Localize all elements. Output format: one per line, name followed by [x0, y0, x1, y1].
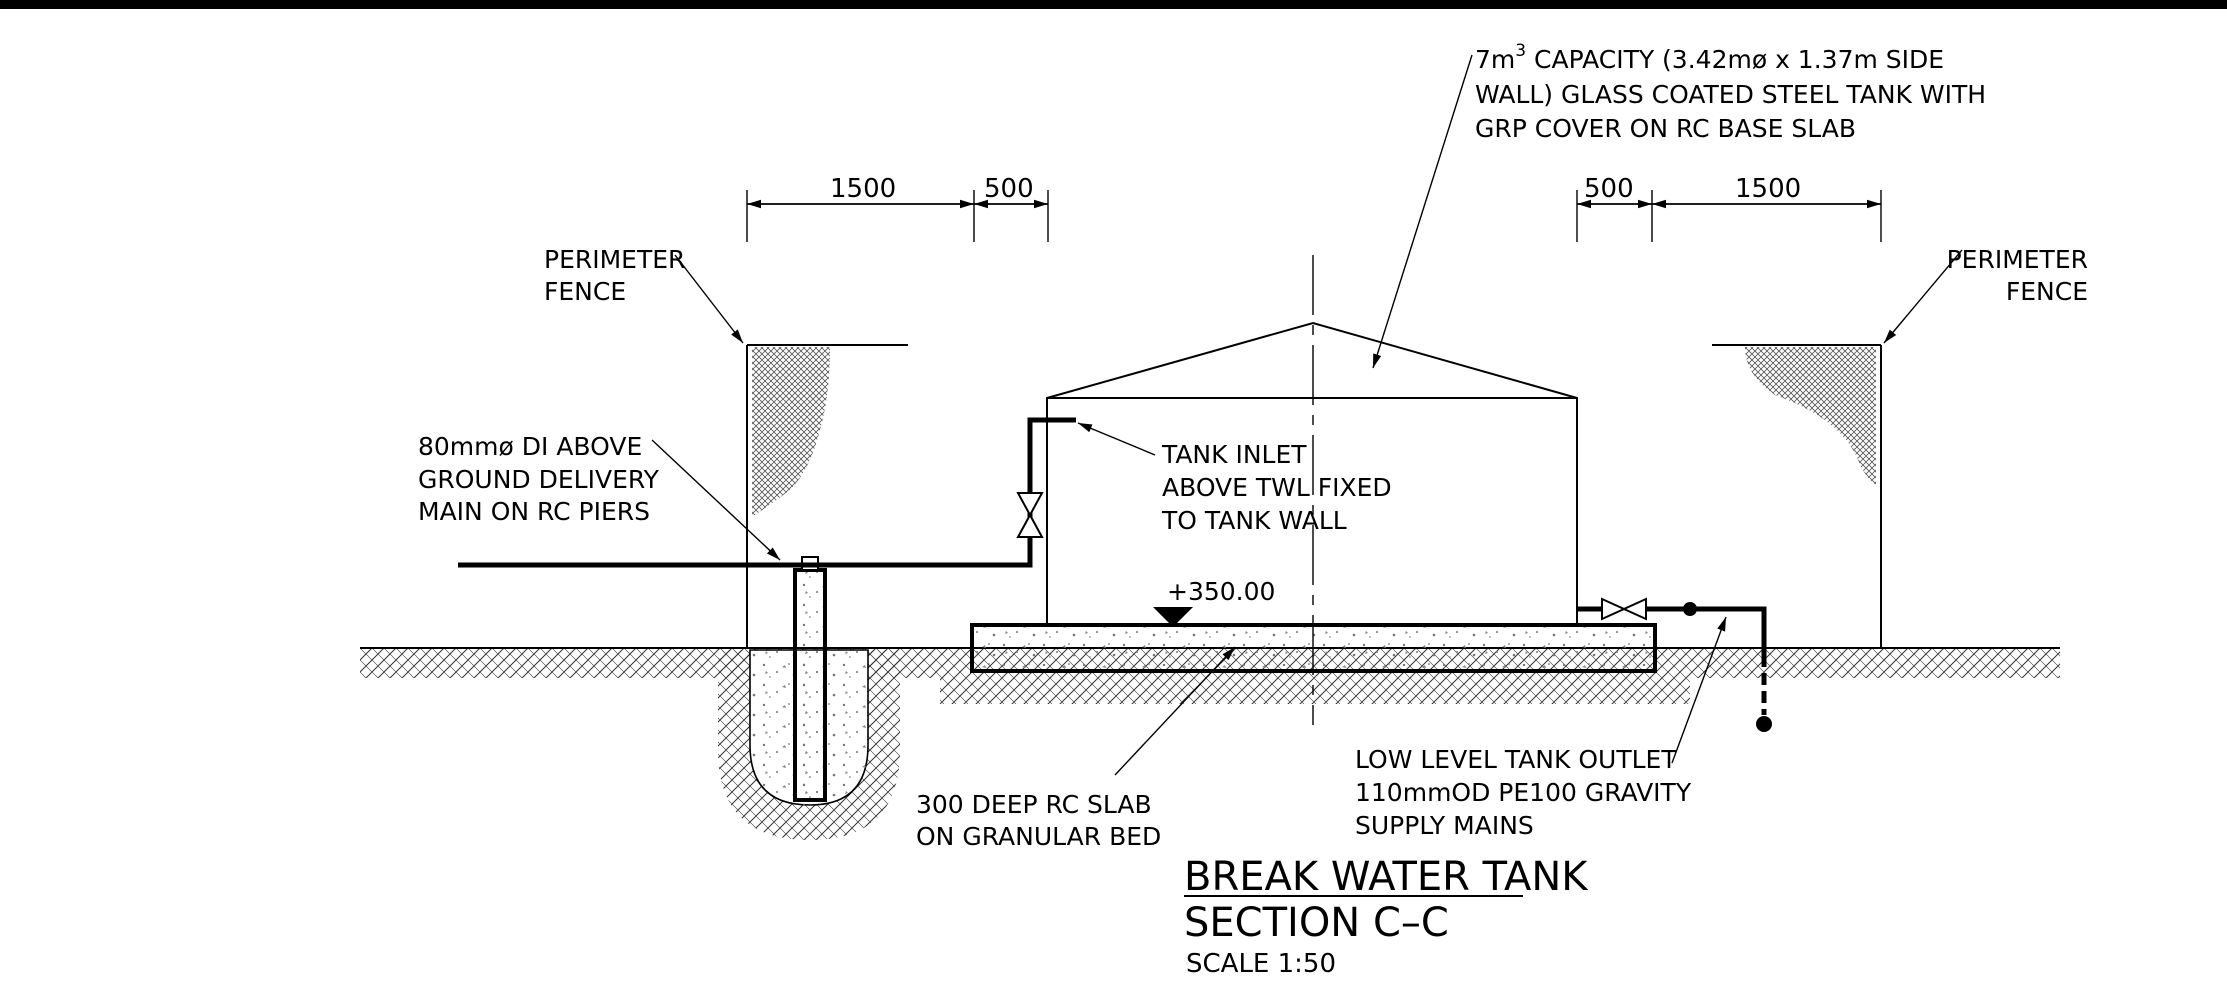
tank-spec-text-1b: CAPACITY (3.42mø x 1.37m SIDE	[1526, 45, 1944, 74]
tank-inlet-note: TANK INLET ABOVE TWL FIXED TO TANK WALL	[1161, 440, 1392, 535]
dimensions-left: 1500 500	[746, 174, 1049, 242]
tank-spec-superscript: 3	[1515, 41, 1526, 61]
delivery-main	[458, 417, 1076, 568]
tank-body	[1046, 255, 1578, 725]
dimensions-right: 500 1500	[1576, 174, 1882, 242]
slab-note: 300 DEEP RC SLAB ON GRANULAR BED	[916, 790, 1161, 851]
title-block: BREAK WATER TANK SECTION C–C SCALE 1:50	[1184, 854, 1589, 979]
leader-lines	[651, 54, 1963, 776]
drawing-subtitle: SECTION C–C	[1184, 900, 1449, 946]
inlet-text-2: ABOVE TWL FIXED	[1162, 473, 1392, 502]
fence-right-text-1: PERIMETER	[1947, 245, 2088, 274]
drawing-title: BREAK WATER TANK	[1184, 854, 1589, 900]
outlet-text-3: SUPPLY MAINS	[1355, 811, 1534, 840]
inlet-text-3: TO TANK WALL	[1161, 506, 1347, 535]
dim-left-inner: 500	[984, 174, 1034, 204]
fence-right	[1712, 344, 1882, 648]
delivery-text-2: GROUND DELIVERY	[418, 465, 660, 494]
svg-text:7m3 CAPACITY (3.42mø x 1.37m S: 7m3 CAPACITY (3.42mø x 1.37m SIDE	[1475, 41, 1944, 74]
tank-spec-text-1a: 7m	[1475, 45, 1515, 74]
delivery-text-1: 80mmø DI ABOVE	[418, 432, 642, 461]
tank-spec-note: 7m3 CAPACITY (3.42mø x 1.37m SIDE WALL) …	[1475, 41, 1986, 143]
outlet-valve-icon	[1601, 597, 1647, 621]
outlet-text-2: 110mmOD PE100 GRAVITY	[1355, 778, 1692, 807]
outlet-joint-icon	[1683, 602, 1697, 616]
fence-left-note: PERIMETER FENCE	[544, 245, 685, 306]
fence-left	[746, 344, 908, 648]
inlet-valve-icon	[1016, 492, 1044, 538]
top-border	[0, 0, 2227, 9]
fence-right-text-2: FENCE	[2006, 277, 2088, 306]
delivery-main-note: 80mmø DI ABOVE GROUND DELIVERY MAIN ON R…	[418, 432, 660, 526]
tank-spec-text-2: WALL) GLASS COATED STEEL TANK WITH	[1475, 80, 1986, 109]
outlet-end-cap-icon	[1756, 716, 1772, 732]
dim-right-outer: 1500	[1735, 174, 1801, 204]
slab-text-2: ON GRANULAR BED	[916, 822, 1161, 851]
outlet-pipe	[1577, 597, 1772, 732]
fence-left-text-2: FENCE	[544, 277, 626, 306]
outlet-note: LOW LEVEL TANK OUTLET 110mmOD PE100 GRAV…	[1355, 745, 1692, 840]
fence-left-text-1: PERIMETER	[544, 245, 685, 274]
dim-right-inner: 500	[1584, 174, 1634, 204]
delivery-text-3: MAIN ON RC PIERS	[418, 497, 650, 526]
outlet-text-1: LOW LEVEL TANK OUTLET	[1355, 745, 1677, 774]
inlet-text-1: TANK INLET	[1161, 440, 1307, 469]
slab-text-1: 300 DEEP RC SLAB	[916, 790, 1152, 819]
rc-pier	[793, 556, 827, 802]
drawing-scale: SCALE 1:50	[1186, 949, 1336, 979]
dim-left-outer: 1500	[830, 174, 896, 204]
tank-spec-text-3: GRP COVER ON RC BASE SLAB	[1475, 114, 1856, 143]
level-marker: +350.00	[1153, 577, 1275, 627]
level-label: +350.00	[1167, 577, 1275, 606]
fence-right-note: PERIMETER FENCE	[1947, 245, 2088, 306]
